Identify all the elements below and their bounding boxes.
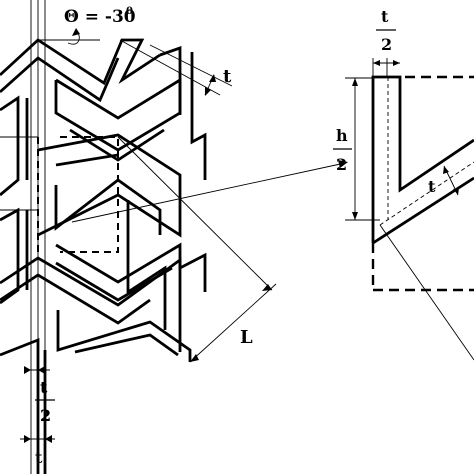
dimension-bottom xyxy=(20,366,55,443)
detail-thickness-label: t xyxy=(428,177,436,196)
t-half-denominator: 2 xyxy=(40,406,51,425)
theta-indicator xyxy=(38,28,100,45)
detail-view xyxy=(345,58,474,361)
theta-degree: 0 xyxy=(126,6,133,17)
h-denominator: 2 xyxy=(336,155,347,174)
dimension-L xyxy=(117,136,277,363)
t-bottom-label: t xyxy=(35,448,43,467)
theta-label: Θ = -30 xyxy=(64,7,136,27)
detail-t-numerator: t xyxy=(381,7,389,26)
detail-t-denominator: 2 xyxy=(381,35,392,54)
t-half-numerator: t xyxy=(40,378,48,397)
t-top-label: t xyxy=(223,66,232,87)
h-numerator: h xyxy=(336,126,348,145)
dimension-t-top xyxy=(119,39,233,96)
unit-cell-box xyxy=(0,136,119,253)
L-label: L xyxy=(240,327,253,348)
detail-pointer-arrow xyxy=(71,160,348,223)
